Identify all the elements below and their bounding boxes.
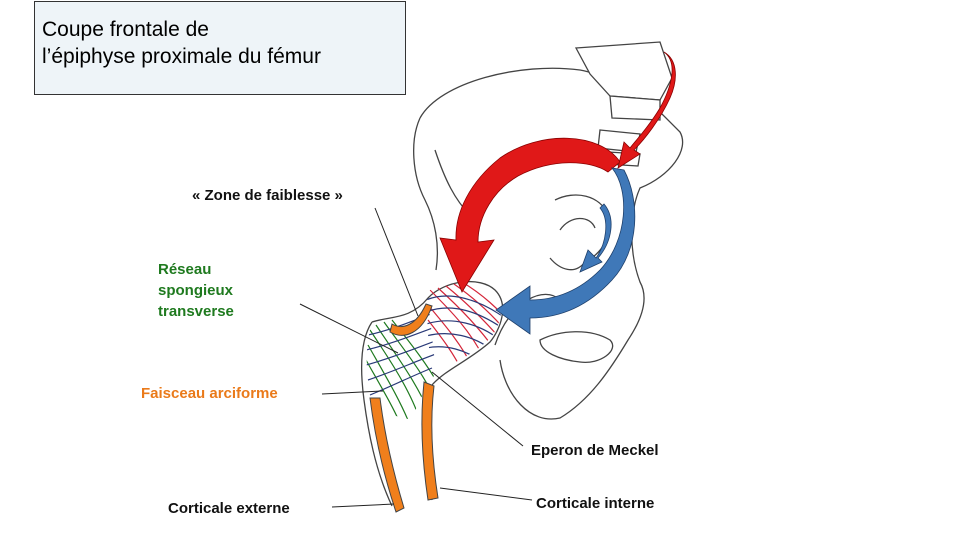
label-eperon-meckel: Eperon de Meckel	[531, 442, 659, 459]
label-corticale-externe: Corticale externe	[168, 500, 290, 517]
label-corticale-interne: Corticale interne	[536, 495, 655, 512]
label-zone-faiblesse: « Zone de faiblesse »	[192, 187, 343, 204]
red-arrows	[439, 51, 676, 293]
leader-eperon	[431, 371, 524, 447]
leader-zone-faiblesse	[374, 207, 419, 317]
label-faisceau-arciforme: Faisceau arciforme	[141, 385, 278, 402]
blue-arrows	[495, 167, 636, 335]
title-line-2: l’épiphyse proximale du fémur	[42, 45, 321, 68]
pelvis-outline	[413, 67, 684, 420]
leader-reseau	[299, 303, 399, 354]
label-reseau-2: spongieux	[158, 282, 234, 299]
title-box: Coupe frontale de l’épiphyse proximale d…	[34, 1, 406, 95]
leader-corticale-interne	[439, 487, 533, 501]
leader-faisceau	[321, 390, 384, 395]
title-line-1: Coupe frontale de	[42, 18, 209, 41]
external-cortex	[369, 397, 405, 513]
leader-corticale-externe	[331, 503, 395, 508]
label-reseau-1: Réseau	[158, 261, 212, 278]
leader-lines	[299, 207, 533, 508]
arciform-bundle	[389, 303, 433, 336]
neck-dark-trabeculae	[366, 311, 436, 396]
internal-cortex	[421, 381, 439, 501]
label-reseau-3: transverse	[158, 303, 234, 320]
